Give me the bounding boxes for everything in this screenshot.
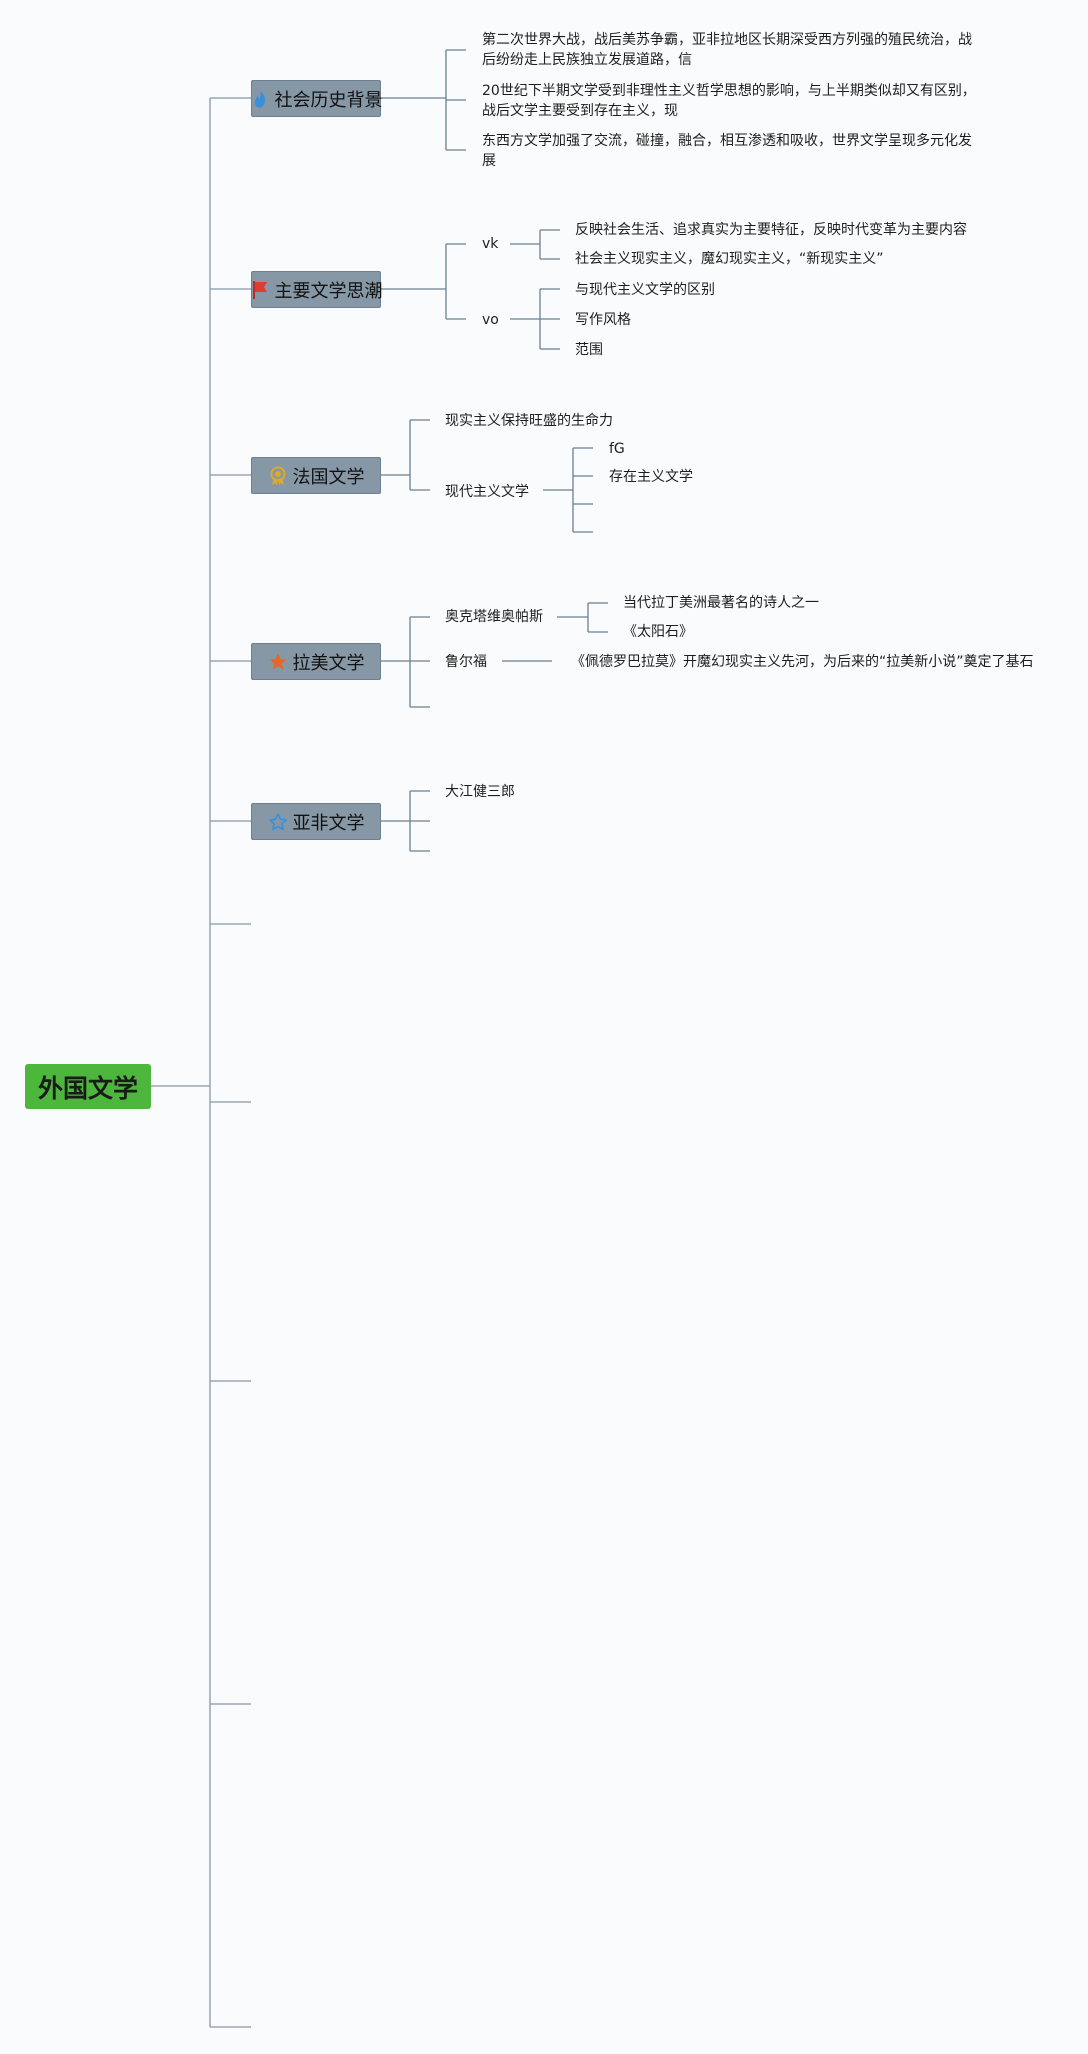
leaf-topic[interactable]: 当代拉丁美洲最著名的诗人之一: [623, 595, 819, 611]
subtopic[interactable]: 现代主义文学: [445, 484, 529, 500]
root-topic[interactable]: 外国文学: [25, 1064, 151, 1109]
flame-icon: [250, 89, 270, 109]
star-outline-icon: [268, 812, 288, 832]
leaf-topic[interactable]: 《太阳石》: [623, 624, 693, 640]
award-icon: [268, 466, 288, 486]
leaf-topic[interactable]: 第二次世界大战，战后美苏争霸，亚非拉地区长期深受西方列强的殖民统治，战后纷纷走上…: [482, 32, 972, 68]
leaf-topic[interactable]: 社会主义现实主义，魔幻现实主义，“新现实主义”: [575, 251, 884, 267]
branch-social-history[interactable]: 社会历史背景: [250, 80, 383, 117]
flag-icon: [250, 280, 270, 300]
leaf-topic[interactable]: 20世纪下半期文学受到非理性主义哲学思想的影响，与上半期类似却又有区别，战后文学…: [482, 83, 976, 119]
branch-label: 社会历史背景: [274, 89, 383, 111]
leaf-topic[interactable]: 反映社会生活、追求真实为主要特征，反映时代变革为主要内容: [575, 222, 967, 238]
leaf-topic[interactable]: 大江健三郎: [445, 784, 515, 800]
branch-literary-trends[interactable]: 主要文学思潮: [250, 271, 383, 308]
branch-label: 主要文学思潮: [274, 280, 383, 302]
subtopic[interactable]: vk: [482, 236, 499, 252]
subtopic[interactable]: 奥克塔维奥帕斯: [445, 609, 543, 625]
leaf-topic[interactable]: 与现代主义文学的区别: [575, 282, 715, 298]
leaf-topic[interactable]: 写作风格: [575, 312, 631, 328]
branch-label: 法国文学: [292, 466, 365, 488]
leaf-topic[interactable]: 东西方文学加强了交流，碰撞，融合，相互渗透和吸收，世界文学呈现多元化发展: [482, 133, 972, 169]
branch-asian-african-literature[interactable]: 亚非文学: [251, 803, 381, 840]
leaf-topic[interactable]: 范围: [575, 342, 603, 358]
leaf-topic[interactable]: 存在主义文学: [609, 469, 693, 485]
leaf-topic[interactable]: 《佩德罗巴拉莫》开魔幻现实主义先河，为后来的“拉美新小说”奠定了基石: [571, 654, 1034, 670]
branch-label: 拉美文学: [292, 652, 365, 674]
subtopic[interactable]: 鲁尔福: [445, 654, 487, 670]
subtopic[interactable]: vo: [482, 312, 499, 328]
branch-label: 亚非文学: [292, 812, 365, 834]
branch-french-literature[interactable]: 法国文学: [251, 457, 381, 494]
leaf-topic[interactable]: 现实主义保持旺盛的生命力: [445, 413, 613, 429]
star-filled-icon: [268, 652, 288, 672]
branch-latin-american-literature[interactable]: 拉美文学: [251, 643, 381, 680]
leaf-topic[interactable]: fG: [609, 441, 625, 457]
